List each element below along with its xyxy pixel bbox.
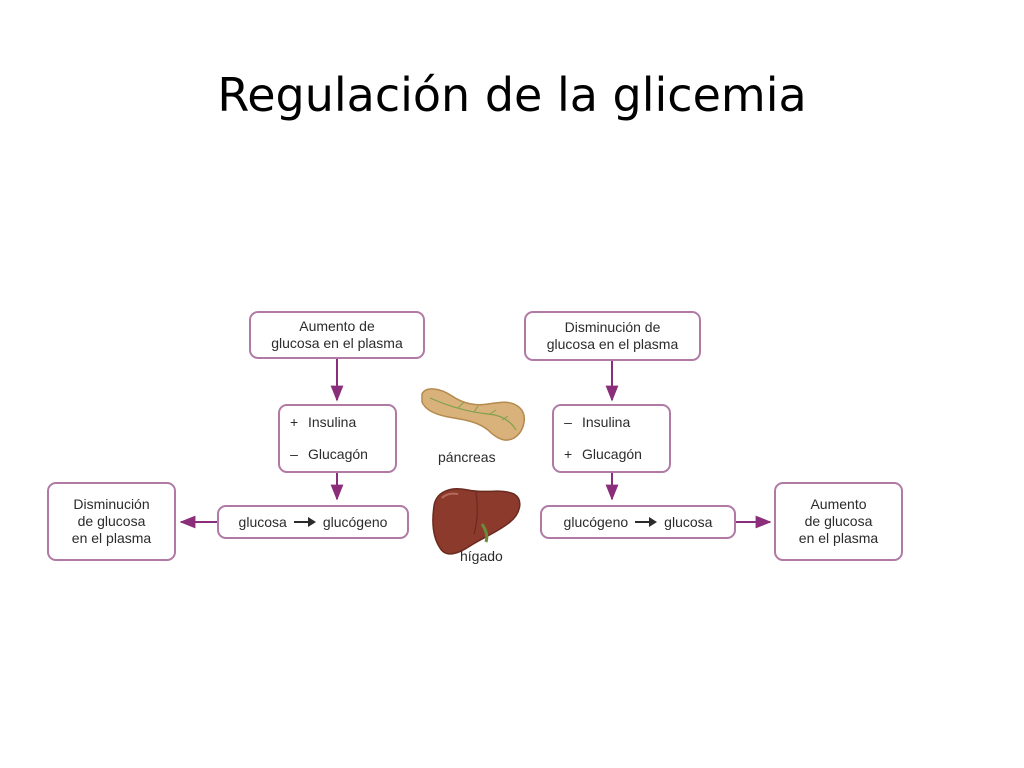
left-result-line-3: en el plasma	[71, 530, 152, 546]
left-stimulus-line-1: Aumento de	[299, 318, 375, 334]
slide-title: Regulación de la glicemia	[217, 68, 807, 122]
left-reaction-box: glucosa glucógeno	[217, 505, 409, 539]
left-hormone-glucagon: – Glucagón	[290, 446, 368, 463]
right-hormones-box: – Insulina + Glucagón	[552, 404, 671, 473]
left-result-line-2: de glucosa	[77, 513, 146, 529]
left-result-line-1: Disminución	[73, 496, 150, 512]
left-result-box: Disminución de glucosa en el plasma	[47, 482, 176, 561]
right-reaction-box: glucógeno glucosa	[540, 505, 736, 539]
right-insulin-sign: –	[564, 414, 572, 430]
right-glucagon-label: Glucagón	[582, 446, 642, 462]
right-reaction-to: glucosa	[664, 513, 713, 530]
right-stimulus-box: Disminución de glucosa en el plasma	[524, 311, 701, 361]
right-stimulus-line-1: Disminución de	[564, 319, 661, 335]
left-reaction-to: glucógeno	[322, 513, 388, 530]
right-hormone-glucagon: + Glucagón	[564, 446, 642, 463]
pancreas-label: páncreas	[438, 449, 496, 465]
right-reaction-from: glucógeno	[563, 513, 629, 530]
liver-icon	[432, 488, 521, 555]
left-glucagon-sign: –	[290, 446, 298, 462]
left-insulin-sign: +	[290, 414, 299, 430]
left-stimulus-box: Aumento de glucosa en el plasma	[249, 311, 425, 359]
right-reaction-arrow-icon	[635, 517, 658, 527]
left-reaction-from: glucosa	[238, 513, 287, 530]
left-stimulus-line-2: glucosa en el plasma	[271, 335, 403, 351]
right-hormone-insulin: – Insulina	[564, 414, 630, 431]
left-glucagon-label: Glucagón	[308, 446, 368, 462]
right-stimulus-line-2: glucosa en el plasma	[546, 336, 679, 352]
right-result-line-3: en el plasma	[798, 530, 879, 546]
left-reaction-arrow-icon	[293, 517, 316, 527]
left-insulin-label: Insulina	[308, 414, 357, 430]
liver-label: hígado	[460, 548, 503, 564]
right-result-line-1: Aumento	[810, 496, 867, 512]
right-result-line-2: de glucosa	[804, 513, 873, 529]
left-hormones-box: + Insulina – Glucagón	[278, 404, 397, 473]
right-glucagon-sign: +	[564, 446, 573, 462]
pancreas-icon	[421, 388, 526, 441]
left-hormone-insulin: + Insulina	[290, 414, 356, 431]
right-result-box: Aumento de glucosa en el plasma	[774, 482, 903, 561]
right-insulin-label: Insulina	[582, 414, 631, 430]
